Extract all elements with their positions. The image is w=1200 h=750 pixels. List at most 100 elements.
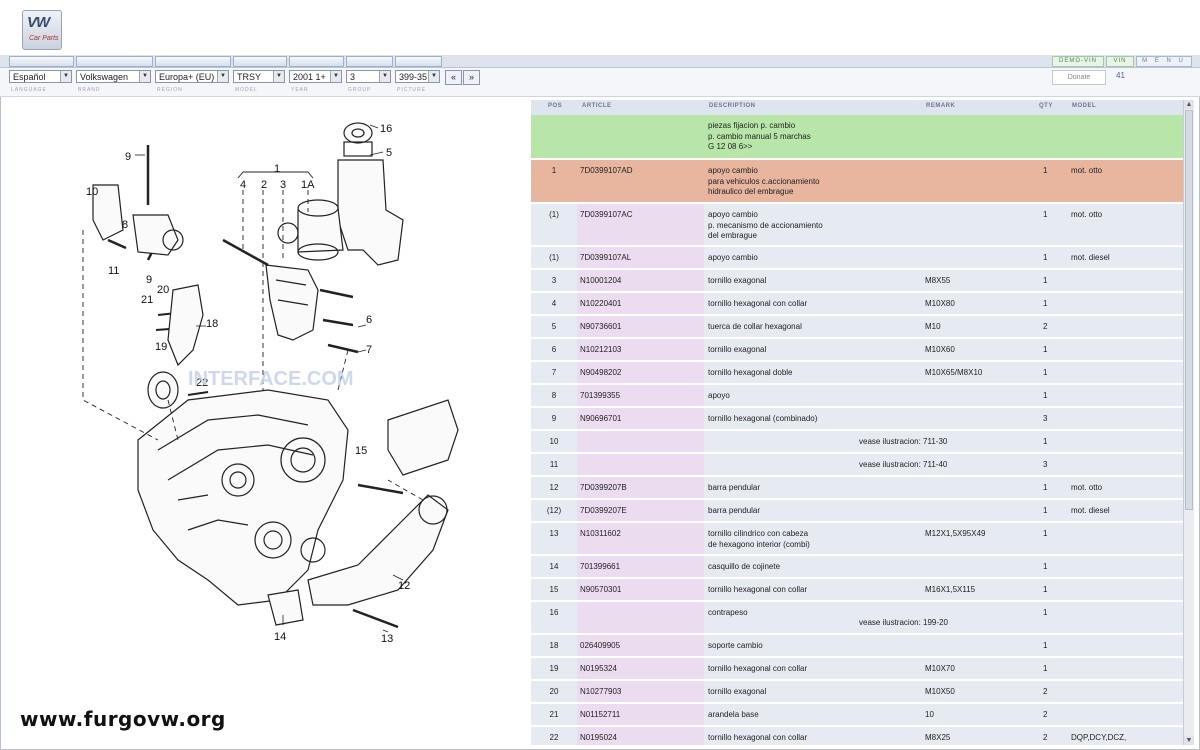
- description-column-cell: [704, 477, 1183, 498]
- tab-group[interactable]: [346, 56, 393, 67]
- tab-brand[interactable]: [76, 56, 153, 67]
- cell-qty: 1: [1043, 166, 1048, 175]
- cell-remark: M10X80: [925, 299, 955, 308]
- table-scrollbar[interactable]: ▲ ▼: [1183, 100, 1194, 745]
- tab-model[interactable]: [233, 56, 287, 67]
- callout-1a: 1A: [301, 179, 315, 191]
- table-row[interactable]: piezas fijacion p. cambio p. cambio manu…: [531, 115, 1183, 160]
- cell-description: tornillo hexagonal con collar: [708, 664, 808, 673]
- header-qty[interactable]: QTY: [1039, 103, 1053, 109]
- prev-picture-button[interactable]: «: [445, 70, 462, 85]
- language-select[interactable]: Español ▼: [9, 70, 72, 83]
- description-column-cell: [704, 602, 1183, 633]
- cell-pos: 22: [549, 733, 559, 742]
- scroll-down-icon[interactable]: ▼: [1184, 736, 1194, 745]
- cell-remark: M12X1,5X95X49: [925, 529, 986, 538]
- cell-remark: M16X1,5X115: [925, 585, 976, 594]
- cell-pos: 18: [549, 641, 559, 650]
- model-select[interactable]: TRSY ▼: [233, 70, 285, 83]
- article-column-cell: [577, 339, 704, 360]
- menu-button[interactable]: M E N U: [1136, 56, 1192, 67]
- brand-select[interactable]: Volkswagen ▼: [76, 70, 151, 83]
- article-column-cell: [577, 727, 704, 745]
- donate-box[interactable]: Donate: [1052, 70, 1106, 85]
- parts-diagram[interactable]: 16 5 9 1 4 2 3 1A 10 8 11 9 6 21 20 18 1…: [8, 100, 528, 740]
- scroll-up-icon[interactable]: ▲: [1184, 100, 1194, 109]
- year-select[interactable]: 2001 1+ ▼: [289, 70, 342, 83]
- cell-article: N90696701: [580, 414, 622, 423]
- region-select[interactable]: Europa+ (EU) ▼: [155, 70, 229, 83]
- table-header: POS ARTICLE DESCRIPTION REMARK QTY MODEL: [531, 100, 1183, 116]
- article-column-cell: [577, 316, 704, 337]
- cell-description: soporte cambio: [708, 641, 763, 650]
- header-pos[interactable]: POS: [548, 103, 563, 109]
- article-column-cell: [577, 270, 704, 291]
- scrollbar-thumb[interactable]: [1185, 110, 1193, 510]
- table-row[interactable]: 18 026409905 soporte cambio 1: [531, 635, 1183, 658]
- description-column-cell: [704, 579, 1183, 600]
- tab-year[interactable]: [289, 56, 344, 67]
- article-column-cell: [577, 160, 704, 202]
- header-remark[interactable]: REMARK: [926, 103, 956, 109]
- tab-picture[interactable]: [395, 56, 442, 67]
- callout-5: 5: [386, 147, 392, 159]
- cell-qty: 1: [1043, 585, 1048, 594]
- picture-select[interactable]: 399-35 ▼: [395, 70, 440, 83]
- group-select[interactable]: 3 ▼: [346, 70, 391, 83]
- cell-qty: 1: [1043, 641, 1048, 650]
- vin-button[interactable]: VIN: [1106, 56, 1134, 67]
- cell-article: N10277903: [580, 687, 622, 696]
- cell-qty: 1: [1043, 253, 1048, 262]
- header-article[interactable]: ARTICLE: [582, 103, 612, 109]
- description-column-cell: [704, 339, 1183, 360]
- cell-model: mot. diesel: [1071, 253, 1110, 262]
- tab-region[interactable]: [155, 56, 231, 67]
- description-column-cell: [704, 270, 1183, 291]
- cell-pos: 12: [549, 483, 559, 492]
- header-description[interactable]: DESCRIPTION: [709, 103, 756, 109]
- next-picture-button[interactable]: »: [463, 70, 480, 85]
- cell-article: N0195324: [580, 664, 617, 673]
- description-column-cell: [704, 293, 1183, 314]
- description-column-cell: [704, 556, 1183, 577]
- vw-logo[interactable]: VW Car Parts: [22, 10, 62, 50]
- description-column-cell: [704, 658, 1183, 679]
- cell-qty: 3: [1043, 460, 1048, 469]
- cell-model: mot. otto: [1071, 166, 1103, 175]
- cell-pos: 1: [551, 166, 557, 175]
- chevron-down-icon: ▼: [217, 71, 228, 82]
- description-column-cell: [704, 115, 1183, 158]
- header-model[interactable]: MODEL: [1072, 103, 1097, 109]
- article-column-cell: [577, 385, 704, 406]
- tab-language[interactable]: [9, 56, 74, 67]
- article-column-cell: [577, 454, 704, 475]
- cell-article: 701399355: [580, 391, 621, 400]
- demo-vin-button[interactable]: DEMO-VIN: [1052, 56, 1104, 67]
- chevron-down-icon: ▼: [379, 71, 390, 82]
- cell-article: 026409905: [580, 641, 621, 650]
- cell-qty: 1: [1043, 664, 1048, 673]
- selector-row: Español ▼ Volkswagen ▼ Europa+ (EU) ▼ TR…: [0, 68, 1200, 86]
